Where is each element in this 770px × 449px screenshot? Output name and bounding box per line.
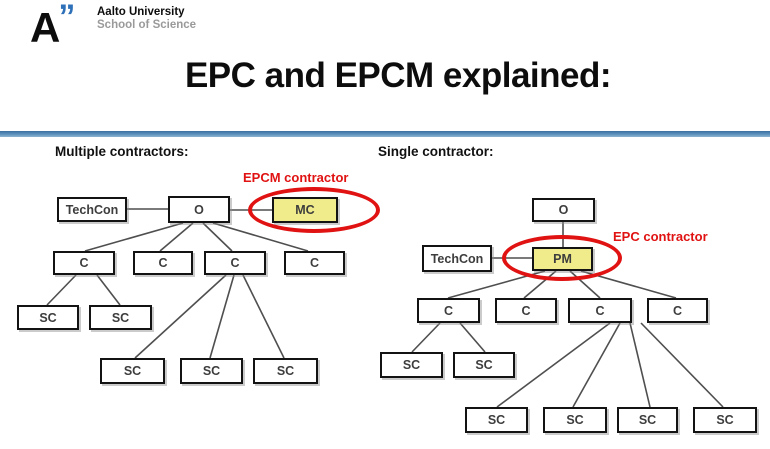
- node-sc: SC: [543, 407, 607, 433]
- slide-title: EPC and EPCM explained:: [184, 56, 612, 95]
- node-c: C: [284, 251, 345, 275]
- diagram-heading-single-contractor: Single contractor:: [378, 144, 494, 159]
- node-sc: SC: [17, 305, 79, 330]
- connector-line: [202, 222, 233, 252]
- connector-line: [209, 274, 235, 359]
- node-sc: SC: [100, 358, 165, 384]
- node-c: C: [53, 251, 115, 275]
- connector-line: [46, 274, 77, 306]
- node-o: O: [532, 198, 595, 222]
- diagram-heading-multiple-contractors: Multiple contractors:: [55, 144, 189, 159]
- node-sc: SC: [380, 352, 443, 378]
- logo-quote-mark: ”: [58, 0, 75, 36]
- node-techcon: TechCon: [422, 245, 492, 272]
- node-c: C: [568, 298, 632, 323]
- aalto-logo-icon: A”: [30, 0, 75, 51]
- connector-line: [134, 274, 227, 359]
- org-name: Aalto University: [97, 6, 185, 18]
- node-c: C: [417, 298, 480, 323]
- node-c: C: [495, 298, 557, 323]
- divider-rule: [0, 131, 770, 137]
- logo-letter: A: [30, 4, 60, 51]
- node-sc: SC: [465, 407, 528, 433]
- node-o: O: [168, 196, 230, 223]
- org-identity: Aalto University School of Science: [97, 6, 196, 32]
- connector-line: [629, 322, 651, 408]
- connector-line: [96, 274, 121, 306]
- connector-line: [159, 222, 194, 252]
- connector-line: [640, 322, 724, 408]
- connector-line: [242, 274, 285, 359]
- node-sc: SC: [693, 407, 757, 433]
- highlight-ellipse: [248, 187, 380, 233]
- node-c: C: [204, 251, 266, 275]
- connector-line: [572, 322, 621, 408]
- node-c: C: [133, 251, 193, 275]
- annotation-epc-contractor: EPC contractor: [613, 229, 708, 244]
- connector-line: [411, 322, 441, 353]
- connector-line: [496, 322, 611, 408]
- node-c: C: [647, 298, 708, 323]
- highlight-ellipse: [502, 235, 622, 281]
- node-sc: SC: [253, 358, 318, 384]
- node-sc: SC: [180, 358, 243, 384]
- connector-line: [212, 222, 309, 252]
- org-unit: School of Science: [97, 19, 197, 32]
- node-sc: SC: [453, 352, 515, 378]
- connector-line: [84, 222, 184, 252]
- node-sc: SC: [89, 305, 152, 330]
- node-sc: SC: [617, 407, 678, 433]
- slide-header: A” Aalto University School of Science: [0, 0, 770, 50]
- connector-line: [459, 322, 486, 353]
- node-techcon: TechCon: [57, 197, 127, 222]
- annotation-epcm-contractor: EPCM contractor: [243, 170, 349, 185]
